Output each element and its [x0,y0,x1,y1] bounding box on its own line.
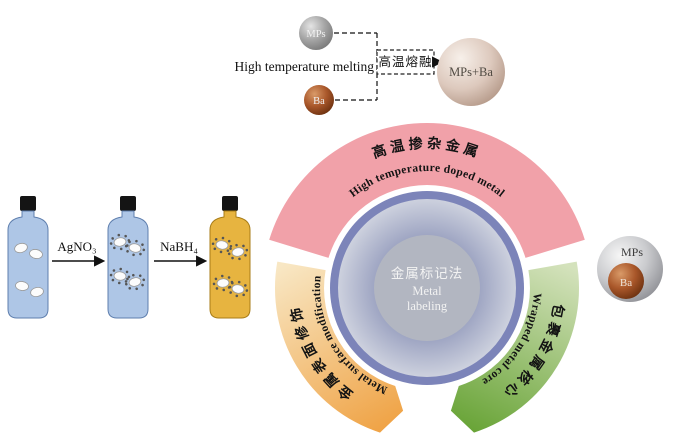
top-arc [269,123,585,258]
mps-sphere-label: MPs [306,29,325,40]
high-temp-melting-process: MPs Ba High temperature melting 高温熔融 MPs… [235,16,505,115]
product-sphere-label: MPs+Ba [449,65,493,79]
wheel-center-label-en1: Metal [412,284,442,298]
right-arc [450,261,580,433]
mps-sphere [299,16,333,50]
reagent-2-label: NaBH₄ [160,239,198,254]
core-label: Ba [620,277,632,289]
wrapped-core-sphere: MPs Ba [597,236,663,302]
metal-sphere [304,85,334,115]
reagent-1-label: AgNO₃ [57,239,96,254]
bottle-cap [222,196,238,211]
bottle-body [209,210,251,319]
bottle-3 [209,196,251,319]
wheel-center-circle [374,235,480,341]
labeling-wheel: 高温掺杂金属 High temperature doped metal 金属表面… [269,123,585,433]
bottle-cap [20,196,36,211]
core-sphere [608,263,644,299]
left-arc [274,261,404,433]
shell-label: MPs [621,245,643,259]
wheel-center-label-en2: labeling [407,299,448,313]
bottle-body [107,210,149,319]
bottle-body [7,210,49,319]
metal-sphere-label: Ba [313,96,325,107]
product-sphere [437,38,505,106]
melting-label-zh: 高温熔融 [378,54,432,69]
bottle-2 [107,196,149,319]
melting-label-en: High temperature melting [235,59,375,74]
surface-modification-process: AgNO₃ NaBH₄ [7,196,251,319]
wheel-center-label-zh: 金属标记法 [391,266,464,281]
bottle-cap [120,196,136,211]
bottle-1 [7,196,49,319]
